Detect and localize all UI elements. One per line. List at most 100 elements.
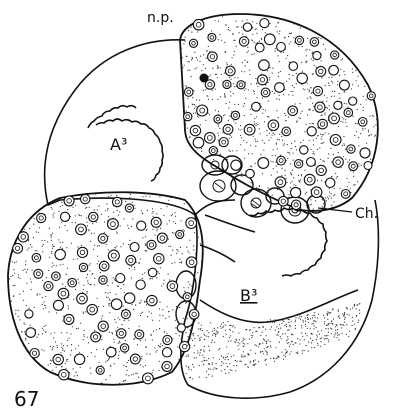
stipple-dot: [305, 321, 306, 322]
stipple-dot: [314, 312, 315, 313]
stipple-dot: [310, 318, 311, 319]
yolk-granule: [34, 269, 43, 278]
stipple-dot: [193, 335, 194, 336]
stipple-dot: [341, 167, 342, 168]
yolk-granule: [99, 276, 107, 284]
stipple-dot: [216, 363, 217, 364]
stipple-dot: [168, 246, 169, 247]
stipple-dot: [61, 332, 62, 333]
stipple-dot: [170, 371, 171, 372]
stipple-dot: [346, 308, 347, 309]
stipple-dot: [218, 133, 219, 134]
stipple-dot: [307, 98, 308, 99]
stipple-dot: [152, 229, 153, 230]
stipple-dot: [156, 230, 157, 231]
stipple-dot: [350, 188, 351, 189]
stipple-dot: [250, 114, 251, 115]
stipple-dot: [117, 327, 118, 328]
stipple-dot: [314, 347, 315, 348]
yolk-granule: [209, 147, 217, 155]
stipple-dot: [308, 342, 309, 343]
yolk-granule: [163, 335, 172, 344]
stipple-dot: [306, 55, 307, 56]
stipple-dot: [306, 61, 307, 62]
stipple-dot: [126, 374, 127, 375]
stipple-dot: [316, 138, 317, 139]
stipple-dot: [208, 374, 209, 375]
stipple-dot: [321, 38, 322, 39]
stipple-dot: [125, 380, 126, 381]
stipple-dot: [234, 327, 235, 328]
stipple-dot: [144, 302, 145, 303]
stipple-dot: [272, 155, 273, 156]
stipple-dot: [247, 62, 248, 63]
stipple-dot: [224, 94, 225, 95]
stipple-dot: [78, 282, 79, 283]
stipple-dot: [265, 110, 266, 111]
stipple-dot: [270, 319, 271, 320]
stipple-dot: [221, 40, 222, 41]
stipple-dot: [316, 335, 317, 336]
yolk-granule: [157, 233, 167, 243]
stipple-dot: [146, 353, 147, 354]
stipple-dot: [75, 215, 76, 216]
stipple-dot: [279, 134, 280, 135]
stipple-dot: [292, 75, 293, 76]
stipple-dot: [322, 160, 323, 161]
stipple-dot: [151, 335, 152, 336]
stipple-dot: [181, 261, 182, 262]
stipple-dot: [277, 55, 278, 56]
stipple-dot: [253, 90, 254, 91]
stipple-dot: [291, 148, 292, 149]
stipple-dot: [236, 365, 237, 366]
stipple-dot: [288, 329, 289, 330]
stipple-dot: [246, 329, 247, 330]
stipple-dot: [87, 225, 88, 226]
stipple-dot: [269, 133, 270, 134]
stipple-dot: [331, 205, 332, 206]
stipple-dot: [254, 121, 255, 122]
stipple-dot: [229, 77, 230, 78]
stipple-dot: [155, 235, 156, 236]
stipple-dot: [327, 311, 328, 312]
stipple-dot: [294, 141, 295, 142]
yolk-granule: [295, 36, 303, 44]
stipple-dot: [128, 244, 129, 245]
stipple-dot: [259, 186, 260, 187]
stipple-dot: [196, 57, 197, 58]
stipple-dot: [218, 39, 219, 40]
stipple-dot: [83, 313, 84, 314]
stipple-dot: [13, 269, 14, 270]
stipple-dot: [108, 196, 109, 197]
yolk-granule: [261, 88, 270, 97]
stipple-dot: [207, 330, 208, 331]
stipple-dot: [198, 117, 199, 118]
stipple-dot: [321, 136, 322, 137]
stipple-dot: [307, 38, 308, 39]
stipple-dot: [337, 81, 338, 82]
stipple-dot: [118, 355, 119, 356]
stipple-dot: [241, 176, 242, 177]
stipple-dot: [164, 331, 165, 332]
stipple-dot: [326, 200, 327, 201]
stipple-dot: [244, 60, 245, 61]
stipple-dot: [28, 343, 29, 344]
stipple-dot: [301, 175, 302, 176]
stipple-dot: [328, 158, 329, 159]
stipple-dot: [229, 30, 230, 31]
stipple-dot: [68, 308, 69, 309]
stipple-dot: [332, 112, 333, 113]
stipple-dot: [237, 345, 238, 346]
stipple-dot: [278, 76, 279, 77]
stipple-dot: [197, 59, 198, 60]
stipple-dot: [179, 262, 180, 263]
yolk-granule: [197, 105, 208, 116]
stipple-dot: [276, 143, 277, 144]
stipple-dot: [358, 166, 359, 167]
stipple-dot: [257, 124, 258, 125]
stipple-dot: [176, 253, 177, 254]
stipple-dot: [353, 171, 354, 172]
stipple-dot: [353, 116, 354, 117]
stipple-dot: [317, 135, 318, 136]
stipple-dot: [244, 14, 245, 15]
